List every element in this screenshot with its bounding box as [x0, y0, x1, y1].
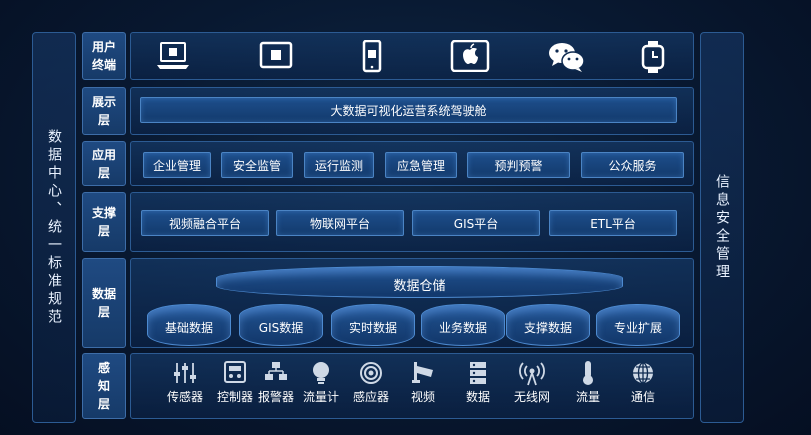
monitor-icon	[259, 41, 293, 69]
platform-gis[interactable]: GIS平台	[412, 210, 540, 236]
layer-label-support: 支撑 层	[82, 192, 126, 252]
sensing-label: 传感器	[166, 390, 203, 404]
app-public-service[interactable]: 公众服务	[581, 152, 684, 178]
data-warehouse[interactable]: 数据仓储	[216, 266, 623, 298]
camera-icon	[412, 362, 433, 383]
inductor-icon	[360, 362, 382, 384]
server-icon	[470, 362, 486, 384]
sensing-label: 流量计	[302, 390, 339, 404]
layer-label-display: 展示 层	[82, 87, 126, 135]
layer-label-data: 数据 层	[82, 258, 126, 348]
store-support-data[interactable]: 支撑数据	[506, 304, 590, 346]
layer-label-user: 用户 终端	[82, 32, 126, 80]
sensing-communication[interactable]: 通信	[618, 360, 668, 405]
globe-icon	[633, 362, 653, 384]
app-emergency-management[interactable]: 应急管理	[385, 152, 457, 178]
sensing-label: 通信	[630, 390, 655, 404]
store-realtime-data[interactable]: 实时数据	[331, 304, 415, 346]
sensing-inductor[interactable]: 感应器	[346, 360, 396, 405]
sensing-controller[interactable]: 控制器	[210, 360, 260, 405]
sensing-label: 报警器	[257, 390, 294, 404]
laptop-icon	[157, 42, 189, 69]
tablet-icon	[450, 40, 490, 72]
sensing-video[interactable]: 视频	[398, 360, 448, 405]
sensing-label: 视频	[410, 390, 435, 404]
dashboard-banner[interactable]: 大数据可视化运营系统驾驶舱	[140, 97, 677, 123]
right-side-panel: 信息安全管理	[700, 32, 744, 423]
sensing-sensor[interactable]: 传感器	[160, 360, 210, 405]
data-center-standards-label: 数据中心、统一标准规范	[46, 128, 62, 327]
store-basic-data[interactable]: 基础数据	[147, 304, 231, 346]
sensor-icon	[174, 363, 196, 383]
sensing-label: 控制器	[216, 390, 253, 404]
flowmeter-icon	[313, 362, 329, 384]
sensing-alarm[interactable]: 报警器	[251, 360, 301, 405]
watch-icon	[641, 41, 665, 73]
phone-icon	[362, 40, 382, 73]
user-terminal-layer	[130, 32, 694, 80]
app-operation-monitoring[interactable]: 运行监测	[304, 152, 374, 178]
store-extension[interactable]: 专业扩展	[596, 304, 680, 346]
controller-icon	[224, 361, 246, 383]
app-prediction-warning[interactable]: 预判预警	[467, 152, 570, 178]
sensing-flow[interactable]: 流量	[563, 360, 613, 405]
sensing-data[interactable]: 数据	[453, 360, 503, 405]
sensing-label: 流量	[575, 390, 600, 404]
sensing-flowmeter[interactable]: 流量计	[296, 360, 346, 405]
antenna-icon	[519, 362, 545, 386]
app-enterprise-management[interactable]: 企业管理	[143, 152, 211, 178]
left-side-panel: 数据中心、统一标准规范	[32, 32, 76, 423]
platform-etl[interactable]: ETL平台	[549, 210, 677, 236]
platform-iot[interactable]: 物联网平台	[276, 210, 404, 236]
layer-label-sensing: 感 知 层	[82, 353, 126, 419]
app-safety-supervision[interactable]: 安全监管	[221, 152, 293, 178]
sensing-label: 无线网	[513, 390, 550, 404]
layer-label-application: 应用 层	[82, 141, 126, 186]
thermometer-icon	[583, 361, 593, 385]
alarm-icon	[265, 362, 287, 380]
security-management-label: 信息安全管理	[714, 173, 730, 282]
platform-video-fusion[interactable]: 视频融合平台	[141, 210, 269, 236]
store-business-data[interactable]: 业务数据	[421, 304, 505, 346]
sensing-label: 感应器	[352, 390, 389, 404]
sensing-label: 数据	[465, 390, 490, 404]
wechat-icon	[549, 43, 585, 72]
store-gis-data[interactable]: GIS数据	[239, 304, 323, 346]
sensing-wireless[interactable]: 无线网	[507, 360, 557, 405]
